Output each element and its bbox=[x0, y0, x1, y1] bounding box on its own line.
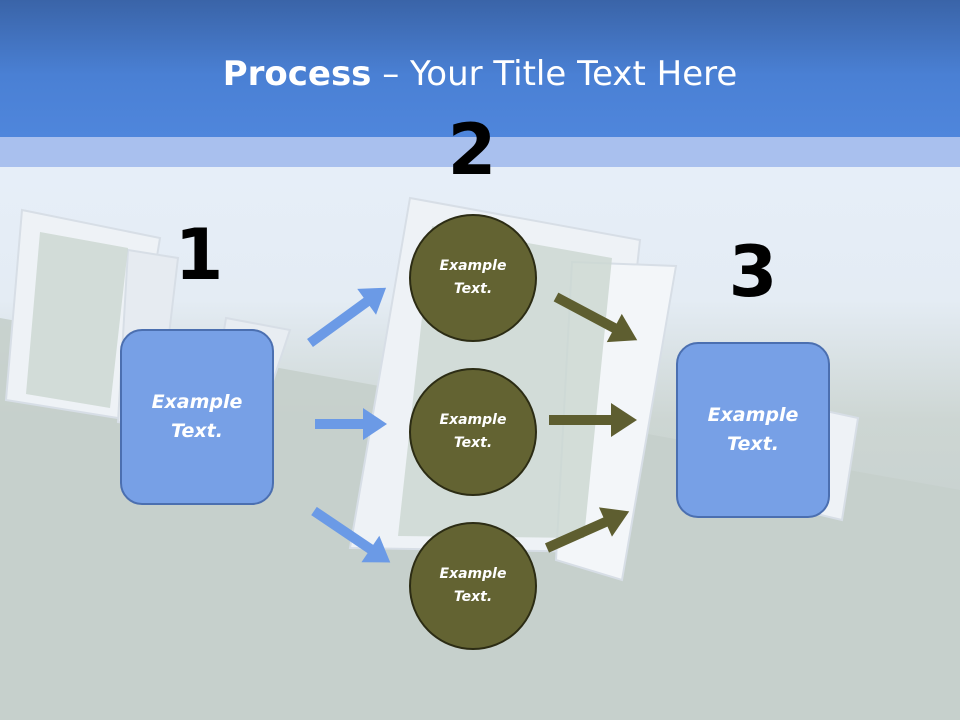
olive-arrow-up bbox=[544, 507, 630, 553]
title-rest: – Your Title Text Here bbox=[371, 54, 738, 94]
process-circle-top: Example Text. bbox=[409, 214, 537, 342]
title-strong: Process bbox=[222, 54, 372, 94]
title-accent-band bbox=[0, 137, 960, 167]
blue-arrow-up bbox=[307, 287, 387, 348]
process-circle-middle: Example Text. bbox=[409, 368, 537, 496]
step-number-3: 3 bbox=[728, 231, 778, 313]
blue-arrow-straight bbox=[315, 408, 387, 440]
process-box-right: Example Text. bbox=[676, 342, 830, 518]
olive-arrow-straight bbox=[549, 403, 637, 437]
title-bar bbox=[0, 0, 960, 137]
process-circle-bottom: Example Text. bbox=[409, 522, 537, 650]
step-number-1: 1 bbox=[174, 214, 224, 296]
blue-arrow-down bbox=[311, 506, 391, 563]
olive-arrow-down bbox=[553, 292, 638, 343]
step-number-2: 2 bbox=[447, 109, 497, 191]
process-box-left: Example Text. bbox=[120, 329, 274, 505]
slide-title: Process – Your Title Text Here bbox=[0, 52, 960, 96]
